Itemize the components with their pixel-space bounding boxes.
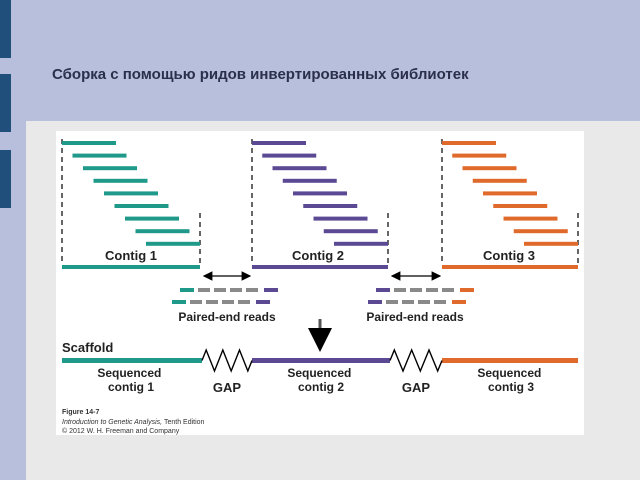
sequenced-contig-2-bar: [252, 358, 390, 363]
sidebar-bar: [0, 150, 11, 208]
gap-read-segment: [418, 300, 430, 304]
sequenced-contig-1-bar: [62, 358, 202, 363]
contig-2-read: [303, 204, 358, 208]
gap-read-segment: [442, 288, 454, 292]
contig-3-read: [524, 241, 578, 246]
contig-3-read: [503, 216, 558, 221]
gap-read-segment: [394, 288, 406, 292]
contig-3-read: [483, 191, 537, 196]
contig-3-read: [493, 204, 548, 208]
contig-1-read: [62, 141, 116, 145]
paired-end-label-right: Paired-end reads: [366, 310, 464, 324]
gap-read-segment: [238, 300, 250, 304]
sequenced-contig-1-label: Sequenced contig 1: [97, 366, 164, 394]
sidebar-decoration: [0, 0, 11, 480]
sequenced-contig-3-label: Sequenced contig 3: [477, 366, 544, 394]
figure-number: Figure 14-7: [62, 409, 99, 416]
contig-1-read: [125, 216, 179, 221]
slide-title: Сборка с помощью ридов инвертированных б…: [52, 66, 469, 83]
contig-3-bar: [442, 265, 578, 269]
figure-copyright: © 2012 W. H. Freeman and Company: [62, 427, 180, 435]
contig-1-read: [83, 166, 137, 171]
contig-2-label: Contig 2: [292, 248, 344, 263]
paired-read: [264, 288, 278, 292]
gap-label-1: GAP: [213, 380, 242, 395]
paired-read: [180, 288, 194, 292]
gap-read-segment: [214, 288, 226, 292]
contig-1-read: [114, 204, 169, 208]
contig-2-read: [293, 191, 347, 196]
gap-zigzag: [201, 348, 253, 373]
contig-1-read: [104, 191, 158, 196]
contig-1-bar: [62, 265, 200, 269]
gap-read-segment: [222, 300, 234, 304]
sequenced-contig-3-bar: [442, 358, 578, 363]
contig-2-read: [323, 229, 378, 234]
sequenced-contig-2-label: Sequenced contig 2: [287, 366, 354, 394]
paired-read: [172, 300, 186, 304]
gap-read-segment: [426, 288, 438, 292]
paired-end-label-left: Paired-end reads: [178, 310, 276, 324]
gap-read-segment: [402, 300, 414, 304]
gap-read-segment: [410, 288, 422, 292]
sidebar-bar: [0, 74, 11, 132]
contig-2-read: [282, 178, 337, 183]
paired-read: [376, 288, 390, 292]
sidebar-bar: [0, 0, 11, 58]
contig-3-read: [513, 229, 568, 234]
figure-panel: Contig 1 Contig 2 Contig 3 Paired-end re…: [56, 131, 584, 435]
contig-3-read: [472, 178, 527, 183]
scaffold-label: Scaffold: [62, 340, 113, 355]
gap-read-segment: [386, 300, 398, 304]
gap-read-segment: [190, 300, 202, 304]
contig-3-read: [462, 166, 517, 171]
paired-read: [460, 288, 474, 292]
contig-1-label: Contig 1: [105, 248, 157, 263]
contig-1-read: [72, 153, 127, 158]
scaffold-diagram: Contig 1 Contig 2 Contig 3 Paired-end re…: [61, 139, 579, 435]
contig-2-read: [313, 216, 368, 221]
gap-zigzag: [389, 348, 443, 373]
paired-read: [452, 300, 466, 304]
contig-3-read: [452, 153, 507, 158]
gap-read-segment: [230, 288, 242, 292]
gap-read-segment: [246, 288, 258, 292]
contig-3-label: Contig 3: [483, 248, 535, 263]
contig-1-read: [146, 241, 200, 246]
contig-1-read: [135, 229, 190, 234]
paired-read: [368, 300, 382, 304]
contig-2-bar: [252, 265, 388, 269]
contig-2-read: [262, 153, 317, 158]
contig-2-read: [334, 241, 388, 246]
contig-2-read: [252, 141, 306, 145]
gap-read-segment: [206, 300, 218, 304]
figure-source: Introduction to Genetic Analysis, Tenth …: [62, 419, 205, 426]
contig-1-read: [93, 178, 148, 183]
gap-read-segment: [198, 288, 210, 292]
gap-label-2: GAP: [402, 380, 431, 395]
contig-2-read: [272, 166, 327, 171]
paired-read: [256, 300, 270, 304]
gap-read-segment: [434, 300, 446, 304]
contig-3-read: [442, 141, 496, 145]
